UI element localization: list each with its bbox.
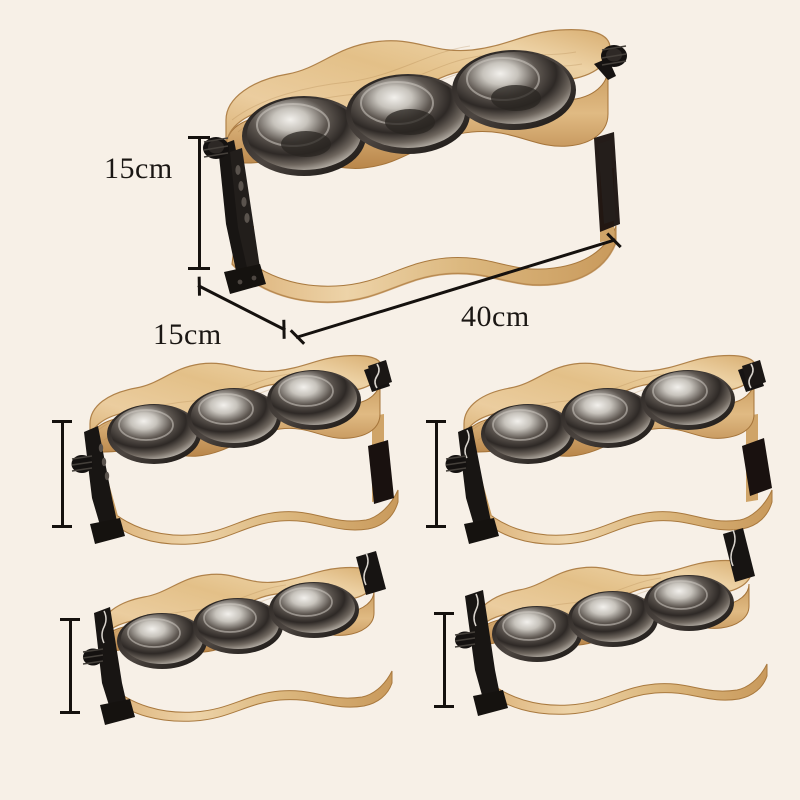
bowl-3	[269, 582, 359, 638]
left-knob	[445, 455, 467, 473]
bowl-2	[561, 388, 655, 448]
variant-bottom-left-height-bar	[60, 618, 80, 714]
right-bracket	[738, 360, 772, 496]
hero-base-rail	[231, 225, 617, 304]
bowl-2	[193, 598, 283, 654]
bowls	[481, 370, 735, 464]
hero-left-knob	[203, 137, 229, 159]
bowls	[117, 582, 359, 669]
bowl-3	[644, 575, 734, 631]
bowls	[107, 370, 361, 464]
variant-top-right-height-bar	[426, 420, 446, 528]
bowl-1	[242, 96, 366, 176]
hero-feeder	[196, 28, 627, 328]
bowl-3	[267, 370, 361, 430]
base-rail	[477, 489, 773, 545]
hero-right-bracket	[594, 45, 627, 232]
hero-left-bracket	[203, 137, 266, 294]
left-bracket	[71, 426, 125, 544]
right-bracket	[356, 551, 386, 595]
bowl-3	[452, 50, 576, 130]
base-rail	[484, 663, 768, 715]
left-bracket	[445, 426, 499, 544]
dimension-width-label: 40cm	[461, 300, 530, 333]
variant-top-right-illustration	[445, 354, 773, 545]
base-rail	[109, 670, 393, 722]
bowl-1	[492, 606, 582, 662]
right-bracket	[723, 528, 755, 582]
bowl-1	[481, 404, 575, 464]
dimension-depth-label: 15cm	[153, 318, 222, 351]
hero-right-knob	[601, 45, 627, 67]
left-knob	[71, 455, 93, 473]
bowl-1	[117, 613, 207, 669]
variant-bottom-right-height-bar	[434, 612, 454, 708]
bowl-2	[346, 74, 470, 154]
bowls	[492, 575, 734, 662]
right-bracket	[364, 360, 394, 504]
variant-top-left-height-bar	[52, 420, 72, 528]
left-bracket	[454, 590, 508, 716]
dimension-height-bar	[188, 136, 210, 270]
dimension-height-label: 15cm	[104, 152, 173, 185]
variant-bottom-left-illustration	[82, 551, 393, 725]
bowl-1	[107, 404, 201, 464]
hero-bowls	[242, 50, 576, 176]
variant-bottom-left	[80, 551, 400, 745]
bowl-2	[568, 591, 658, 647]
variant-top-right	[442, 354, 773, 558]
left-knob	[454, 631, 476, 649]
left-knob	[82, 648, 104, 666]
hero-feeder-illustration	[203, 29, 627, 304]
variant-top-left-illustration	[71, 354, 399, 545]
variant-bottom-right-illustration	[454, 528, 768, 716]
variant-bottom-right	[454, 528, 775, 738]
left-bracket	[82, 607, 135, 725]
bowl-2	[187, 388, 281, 448]
bowl-3	[641, 370, 735, 430]
base-rail	[103, 489, 399, 545]
variant-top-left	[68, 354, 399, 558]
